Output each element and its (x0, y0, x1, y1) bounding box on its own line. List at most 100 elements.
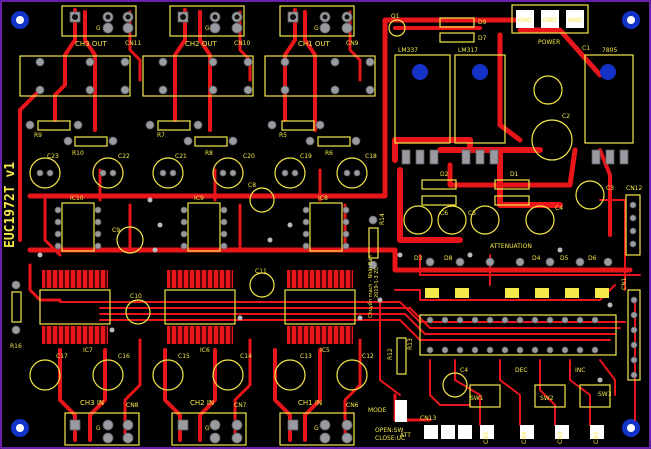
label-c18: C18 (365, 153, 377, 160)
capacitors-bottom-row (29, 359, 368, 391)
label-cn11: CN11 (125, 40, 141, 47)
attenuation-array (425, 257, 613, 298)
label-c21: C21 (175, 153, 187, 160)
label-c22: C22 (118, 153, 130, 160)
label-att: ATT (400, 432, 411, 439)
label-cn13: CN13 (420, 415, 436, 422)
label-c17: C17 (56, 353, 68, 360)
label-gnd: GND (543, 17, 557, 24)
capacitors-right (403, 180, 605, 235)
label-c14: C14 (240, 353, 252, 360)
label-ic10: IC10 (70, 195, 84, 202)
label-c9: C9 (112, 227, 120, 234)
label-c16: C16 (118, 353, 130, 360)
output-connector-ch3 (61, 5, 137, 37)
output-connector-ch1 (279, 5, 355, 37)
capacitors-top-row (29, 157, 368, 189)
label-cn5: CN5 (483, 431, 490, 444)
label-cn10: CN10 (234, 40, 250, 47)
microcontroller (419, 314, 617, 356)
label-c3: C3 (606, 185, 614, 192)
label-r12: R12 (387, 348, 394, 360)
label-c23: C23 (47, 153, 59, 160)
label-sw1: SW1 (470, 395, 484, 402)
label-r13: R13 (407, 338, 414, 350)
label-d5: D5 (560, 255, 569, 262)
label-c8: C8 (248, 182, 256, 189)
board-title: EUC1972T v1 (3, 162, 18, 248)
label-cn2: CN2 (593, 431, 600, 444)
q1-and-diodes (388, 17, 530, 206)
resistors-vertical (11, 215, 407, 375)
label-ic8: IC8 (318, 195, 328, 202)
label-dec: DEC (515, 367, 528, 374)
label-ch2-out: CH2 OUT (185, 40, 217, 48)
resistors-top (25, 120, 361, 147)
label-d6: D6 (588, 255, 597, 262)
label-cn3: CN3 (557, 431, 564, 444)
label-cn9: CN9 (346, 40, 359, 47)
label-c19: C19 (300, 153, 312, 160)
label-ic1: 7805 (602, 47, 617, 54)
label-c2: C2 (562, 113, 570, 120)
label-c15: C15 (178, 353, 190, 360)
label-sw2: SW2 (540, 395, 554, 402)
label-gnd-left: GND (518, 17, 532, 24)
label-ch3-out: CH3 OUT (75, 40, 107, 48)
label-gnd-right: GND (568, 17, 582, 24)
pin-g-ch1-in: G (314, 425, 319, 432)
label-r5: R5 (279, 132, 287, 139)
label-r9: R9 (34, 132, 42, 139)
bottom-right-headers (395, 400, 604, 439)
label-c5: C5 (468, 210, 476, 217)
label-ic7: IC7 (83, 347, 93, 354)
label-c6: C6 (440, 210, 448, 217)
label-r7: R7 (157, 132, 165, 139)
label-d3: D3 (414, 255, 423, 262)
output-connector-ch2 (169, 5, 245, 37)
label-d1: D1 (510, 171, 519, 178)
label-c13: C13 (300, 353, 312, 360)
label-ch2-in: CH2 IN (190, 399, 214, 407)
mounting-holes (11, 11, 640, 437)
label-cn1: CN1 (621, 277, 628, 290)
label-c4-bottom: C4 (460, 367, 468, 374)
label-ch1-out: CH1 OUT (298, 40, 330, 48)
label-d4: D4 (532, 255, 541, 262)
label-q1: Q1 (391, 13, 400, 20)
input-connector-ch3 (64, 412, 140, 446)
label-c10: C10 (130, 293, 142, 300)
label-power: POWER (538, 39, 560, 46)
label-cn7: CN7 (234, 402, 247, 409)
label-sw3: SW3 (598, 391, 612, 398)
label-ic5: IC5 (320, 347, 330, 354)
label-cn4: CN4 (521, 431, 528, 444)
label-ch3-in: CH3 IN (80, 399, 104, 407)
label-mode: MODE (368, 407, 387, 414)
label-cn12: CN12 (626, 185, 642, 192)
label-c1: C1 (582, 45, 590, 52)
translation-note: Chuyển mạch - Nhật Bản (367, 255, 374, 318)
pin-g-ch3-in: G (96, 425, 101, 432)
label-d8: D8 (444, 255, 453, 262)
label-r10: R10 (72, 150, 84, 157)
label-c4: C4 (555, 205, 563, 212)
label-d9: D9 (478, 19, 487, 26)
label-r14: R14 (379, 213, 386, 225)
label-inc: INC (575, 367, 585, 374)
label-attenuation: ATTENUATION (490, 243, 532, 250)
label-open-sw: OPEN:SW (375, 427, 403, 434)
label-ic2: LM337 (398, 47, 418, 54)
label-ic3: LM317 (458, 47, 478, 54)
dip-ics (54, 187, 350, 325)
label-d2: D2 (440, 171, 449, 178)
label-d7: D7 (478, 35, 487, 42)
label-c20: C20 (243, 153, 255, 160)
pin-g-ch2-out: G (205, 25, 210, 32)
input-connector-ch1 (279, 412, 355, 446)
label-c12: C12 (362, 353, 374, 360)
label-c11: C11 (255, 268, 267, 275)
